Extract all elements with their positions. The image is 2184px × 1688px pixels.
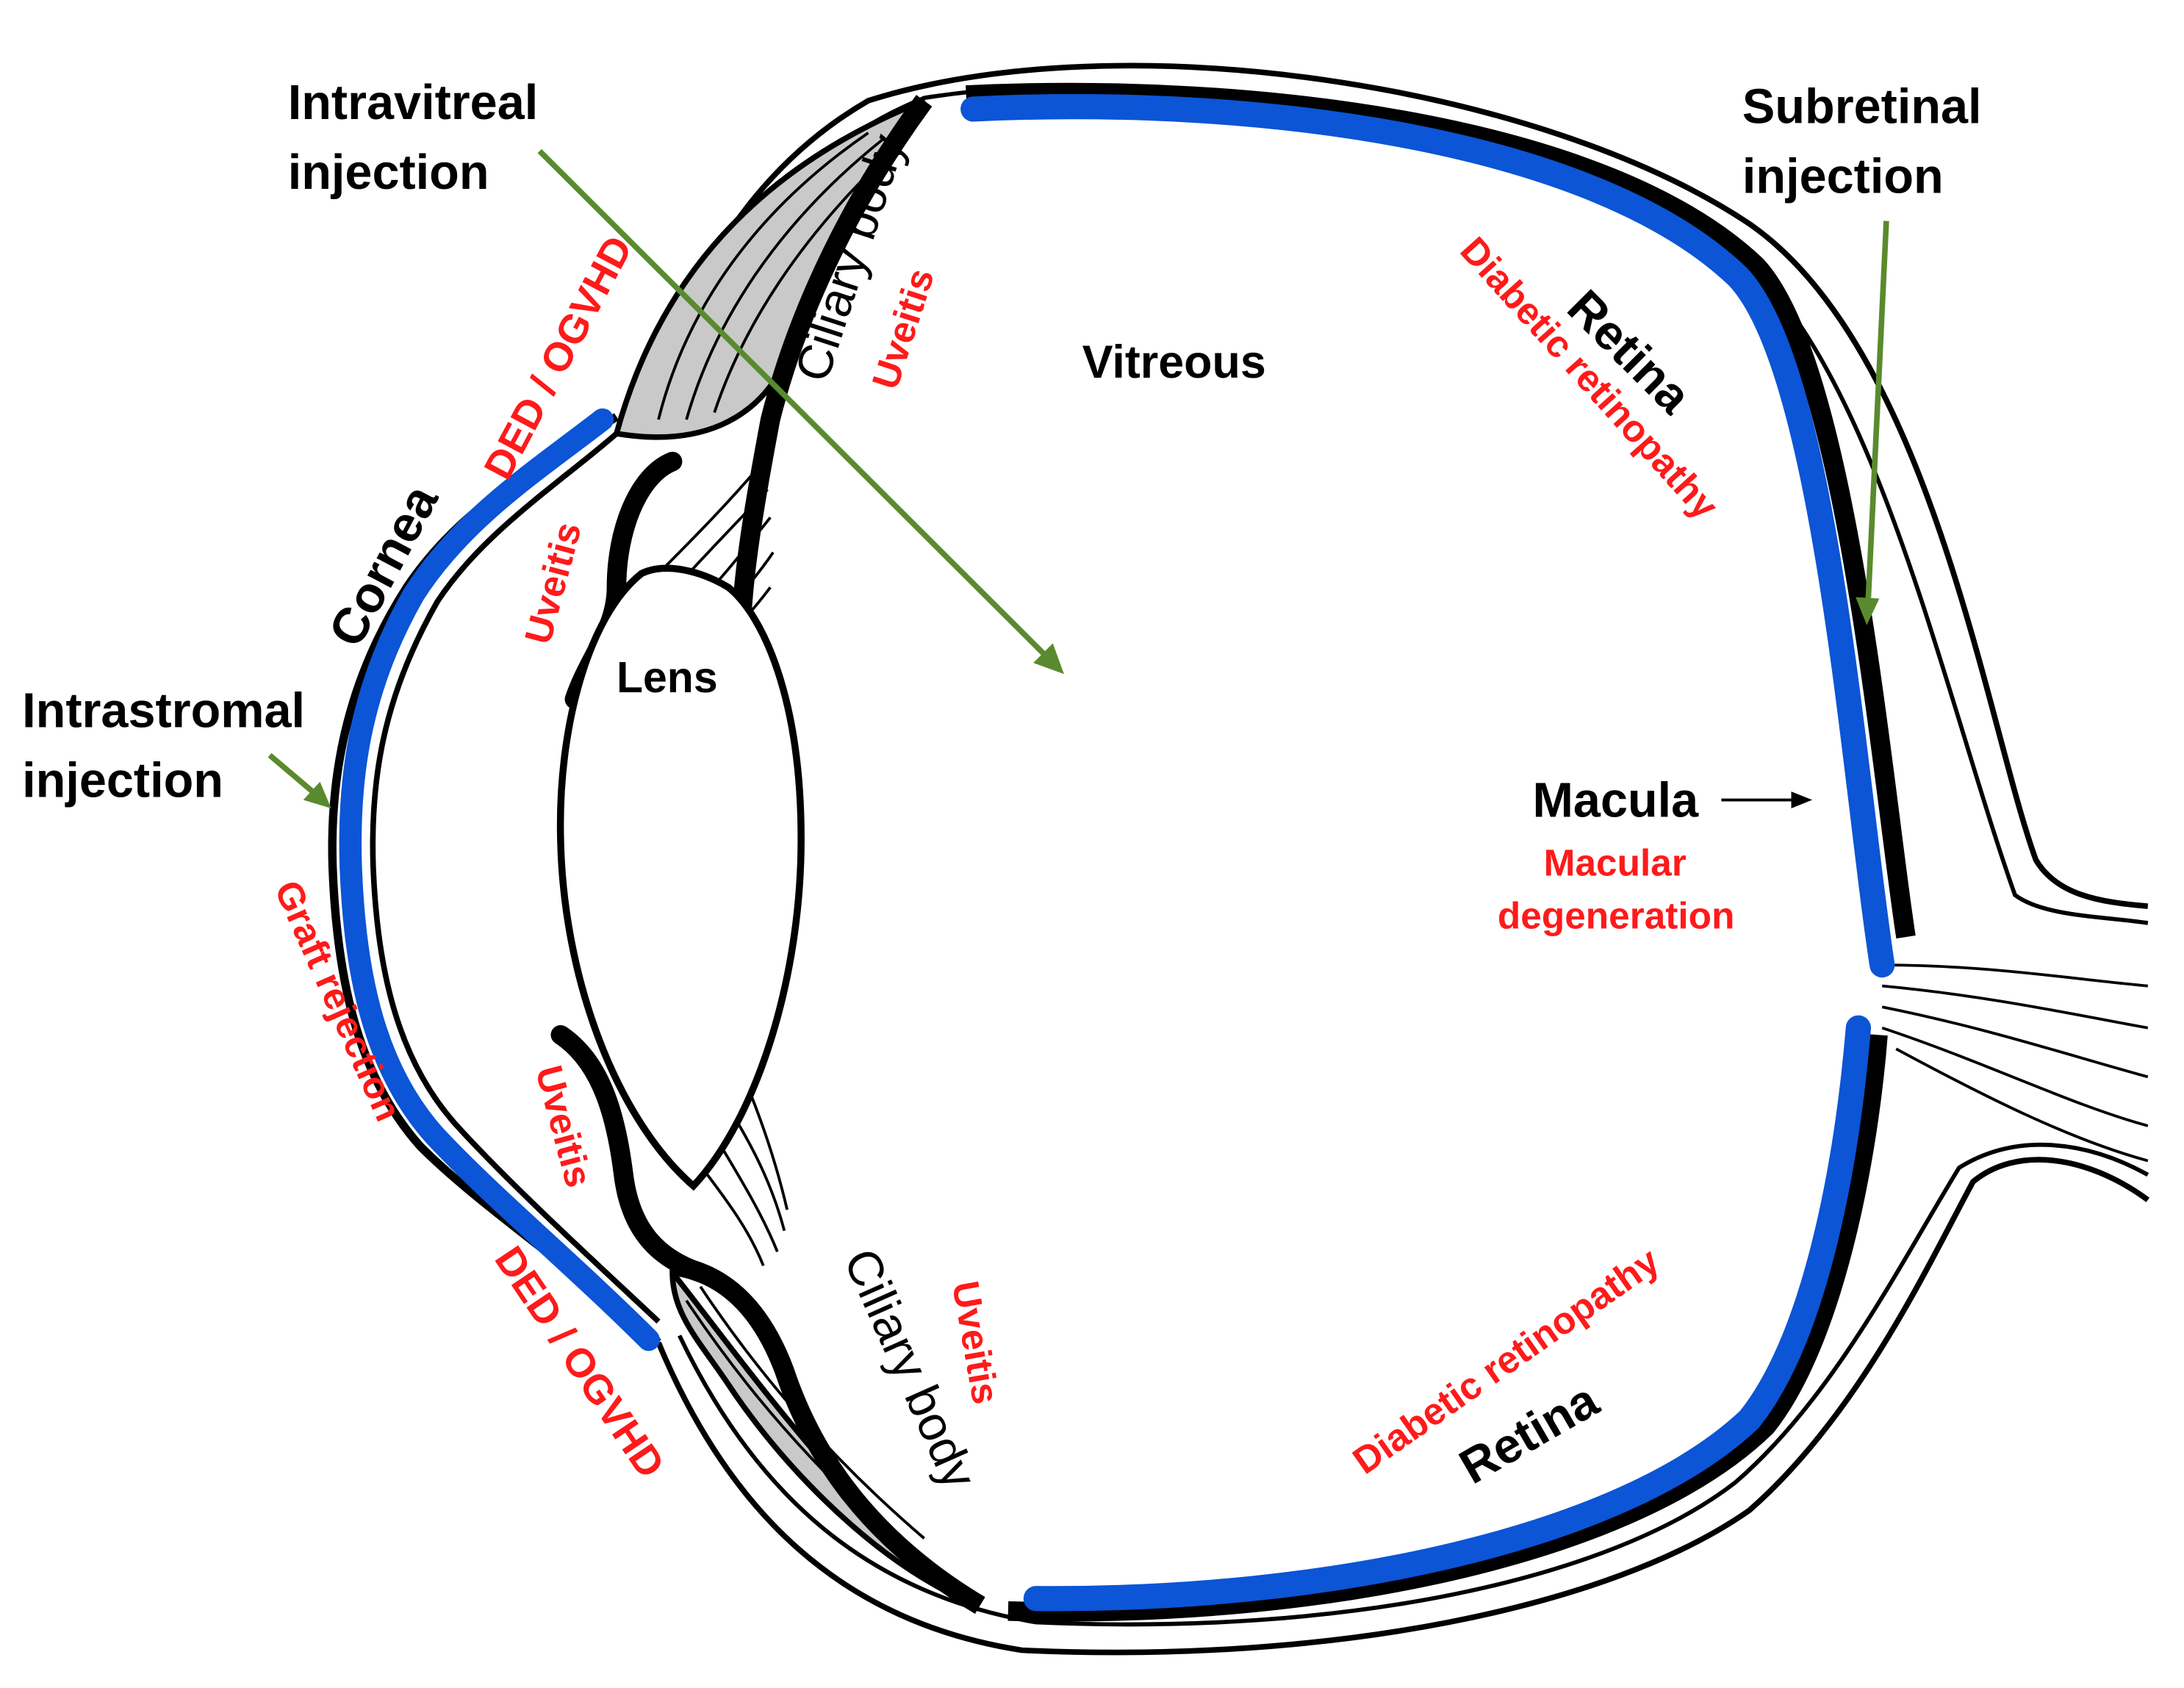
intravitreal-label: Intravitreal injection	[288, 76, 552, 200]
uveitis-ciliary-bottom-label: Uveitis	[944, 1278, 1007, 1407]
cornea-blue	[339, 408, 660, 1351]
intravitreal-arrow-head	[1033, 643, 1064, 675]
macula-pointer-head	[1791, 791, 1813, 808]
vitreous-label: Vitreous	[1082, 337, 1266, 388]
lens-shape	[556, 564, 805, 1191]
iris-bottom	[550, 1024, 711, 1283]
uveitis-iris-top-label: Uveitis	[516, 517, 589, 648]
sclera-outer-bottom	[655, 1157, 2150, 1656]
cornea-inner	[370, 431, 661, 1324]
macular-line1: Macular	[1544, 841, 1687, 883]
intravitreal-arrow-line	[537, 148, 1049, 660]
choroid-top	[966, 82, 1916, 939]
intrastromal-line1: Intrastromal	[22, 684, 305, 739]
sclera-inner-bottom	[678, 1142, 2149, 1627]
subretinal-arrow-line	[1865, 220, 1889, 602]
ciliary-body-bottom-shape	[669, 1256, 985, 1615]
sclera-outer-top	[634, 62, 2149, 909]
optic-nerve	[1881, 963, 2149, 1163]
subretinal-line2: injection	[1742, 150, 1944, 204]
intrastromal-label: Intrastromal injection	[22, 684, 318, 808]
macular-degeneration-label: Macular degeneration	[1498, 841, 1735, 936]
retina-blue-bottom	[1023, 1015, 1872, 1612]
intrastromal-arrow-line	[267, 753, 318, 797]
macula-label: Macula	[1532, 773, 1699, 827]
subretinal-arrow-head	[1856, 597, 1880, 625]
lens-label: Lens	[617, 653, 718, 702]
subretinal-label: Subretinal injection	[1742, 79, 1995, 204]
retina-blue-top	[960, 93, 1895, 978]
intrastromal-line2: injection	[22, 754, 223, 808]
uveitis-ciliary-top-label: Uveitis	[863, 263, 942, 394]
intravitreal-line1: Intravitreal	[288, 76, 539, 130]
intravitreal-line2: injection	[288, 146, 489, 200]
zonules-bottom	[706, 1090, 789, 1266]
macular-line2: degeneration	[1498, 894, 1735, 937]
subretinal-line1: Subretinal	[1742, 79, 1982, 134]
intrastromal-arrow-head	[303, 781, 331, 808]
choroid-bottom	[1007, 1034, 1888, 1622]
